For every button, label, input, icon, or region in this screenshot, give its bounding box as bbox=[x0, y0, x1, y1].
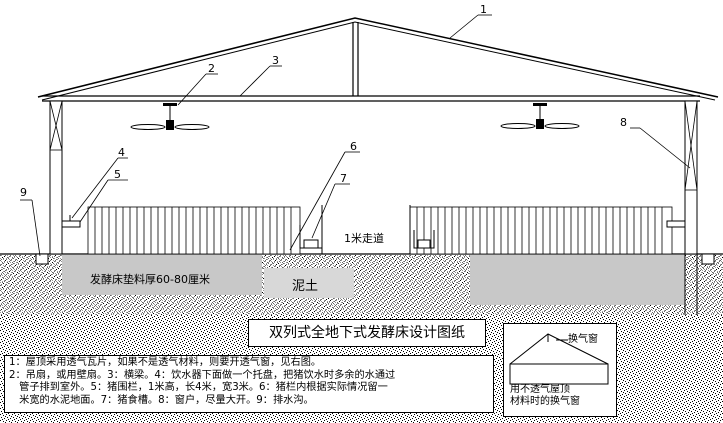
callout-8: 8 bbox=[620, 116, 627, 129]
callout-3: 3 bbox=[272, 54, 279, 67]
left-pen-fence bbox=[87, 206, 301, 255]
left-water-dispenser bbox=[61, 215, 81, 228]
note-line: 2：吊扇，或用壁扇。3：横梁。4：饮水器下面做一个托盘，把猪饮水时多余的水通过 bbox=[9, 369, 396, 381]
left-wall bbox=[49, 100, 63, 255]
callout-4: 4 bbox=[118, 146, 125, 159]
callout-1: 1 bbox=[480, 3, 487, 16]
callout-2: 2 bbox=[208, 62, 215, 75]
right-ceiling-fan bbox=[500, 103, 580, 129]
soil-label: 泥土 bbox=[292, 279, 318, 294]
right-feed-trough bbox=[409, 205, 435, 254]
vent-roof-sketch bbox=[509, 333, 609, 385]
right-wall bbox=[684, 100, 698, 315]
callout-7: 7 bbox=[340, 172, 347, 185]
aisle-label: 1米走道 bbox=[344, 231, 384, 245]
left-fermentation-bed bbox=[62, 255, 262, 295]
notes-legend: 1：屋顶采用透气瓦片，如果不是透气材料，则要开透气窗，见右图。 2：吊扇，或用壁… bbox=[4, 355, 494, 413]
right-pen-fence bbox=[409, 206, 673, 255]
inset-caption: 用不透气屋顶 材料时的换气窗 bbox=[510, 384, 580, 408]
inset-caption-line: 用不透气屋顶 bbox=[510, 384, 570, 395]
vent-window-label: 换气窗 bbox=[568, 334, 598, 345]
note-line: 1：屋顶采用透气瓦片，如果不是透气材料，则要开透气窗，见右图。 bbox=[9, 357, 322, 368]
cross-beam bbox=[42, 22, 700, 102]
left-drain-ditch bbox=[35, 253, 49, 265]
roof bbox=[37, 17, 719, 101]
vent-window-inset: 换气窗 用不透气屋顶 材料时的换气窗 bbox=[503, 323, 617, 417]
callout-9: 9 bbox=[20, 186, 27, 199]
note-line: 米宽的水泥地面。7：猪食槽。8：窗户，尽量大开。9：排水沟。 bbox=[9, 394, 314, 406]
callout-5: 5 bbox=[114, 168, 121, 181]
right-fermentation-bed bbox=[470, 255, 685, 305]
callout-6: 6 bbox=[350, 140, 357, 153]
bed-depth-label: 发酵床垫料厚60-80厘米 bbox=[90, 272, 210, 286]
left-ceiling-fan bbox=[130, 103, 210, 130]
inset-caption-line: 材料时的换气窗 bbox=[510, 396, 580, 407]
left-feed-trough bbox=[299, 205, 323, 254]
drawing-title: 双列式全地下式发酵床设计图纸 bbox=[248, 319, 486, 347]
note-line: 管子排到室外。5：猪围栏，1米高，长4米，宽3米。6：猪栏内根据实际情况留一 bbox=[9, 382, 388, 394]
right-water-dispenser bbox=[666, 220, 686, 228]
right-drain-ditch bbox=[701, 253, 715, 265]
